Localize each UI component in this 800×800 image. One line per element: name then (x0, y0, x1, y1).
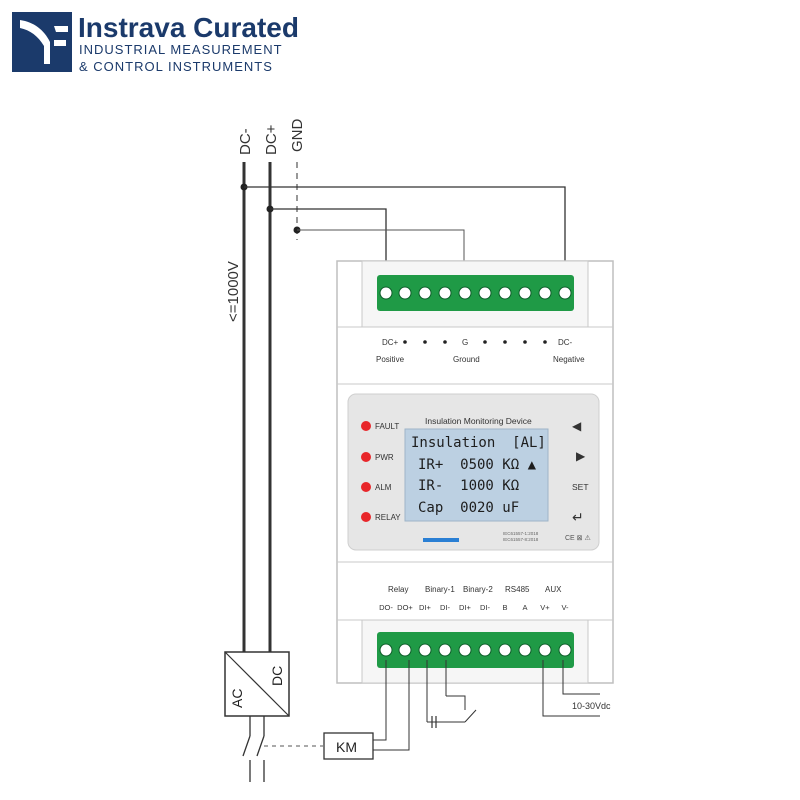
label-dc-plus: DC+ (382, 338, 399, 347)
top-terminal-screw-2 (398, 286, 412, 300)
bottom-terminal-screw-5 (458, 643, 472, 657)
wire-dc-minus (244, 186, 566, 292)
converter-ac-label: AC (229, 689, 245, 708)
bottom-terminal-labels: Relay Binary-1 Binary-2 RS485 AUX DO- DO+… (379, 585, 569, 612)
bottom-terminal-screw-7 (498, 643, 512, 657)
status-bar (423, 538, 459, 542)
group-aux: AUX (545, 585, 562, 594)
label-g: G (462, 338, 468, 347)
led-relay-label: RELAY (375, 513, 401, 522)
terminal-dot-4 (443, 340, 447, 344)
top-terminal-screw-8 (518, 286, 532, 300)
bottom-wiring: 10-30Vdc (373, 660, 611, 751)
relay-led-icon (361, 512, 371, 522)
voltage-label: <=1000V (225, 261, 242, 322)
led-pwr-label: PWR (375, 453, 394, 462)
pwr-led-icon (361, 452, 371, 462)
top-terminal-screw-1 (379, 286, 393, 300)
pin-label-1: DO- (379, 603, 393, 612)
ac-output-lines (242, 716, 323, 782)
label-negative: Negative (553, 355, 585, 364)
set-button[interactable]: SET (572, 482, 589, 492)
top-terminal-screw-10 (558, 286, 572, 300)
label-positive: Positive (376, 355, 405, 364)
left-button[interactable]: ◀ (572, 419, 582, 433)
label-ground: Ground (453, 355, 480, 364)
top-terminal-block (377, 275, 574, 311)
group-binary-2: Binary-2 (463, 585, 493, 594)
km-contactor: KM (323, 732, 374, 760)
aux-supply-label: 10-30Vdc (572, 701, 611, 711)
top-terminal-labels: DC+ G DC- Positive Ground Negative (376, 338, 585, 364)
brand-logo: Instrava Curated INDUSTRIAL MEASUREMENT … (12, 12, 299, 74)
standard-1: IEC61557-1:2018 (503, 531, 539, 536)
pin-label-10: V- (561, 603, 569, 612)
alm-led-icon (361, 482, 371, 492)
brand-line-1: INDUSTRIAL MEASUREMENT (79, 42, 283, 57)
top-terminal-screw-3 (418, 286, 432, 300)
terminal-dot-7 (503, 340, 507, 344)
dc-plus-label: DC+ (263, 124, 280, 155)
dc-minus-label: DC- (237, 128, 254, 155)
top-terminal-screw-9 (538, 286, 552, 300)
logo-bird-icon (20, 20, 50, 64)
bottom-terminal-screw-10 (558, 643, 572, 657)
terminal-dot-3 (423, 340, 427, 344)
lcd-line-3: IR- 1000 KΩ (418, 478, 519, 494)
device-title: Insulation Monitoring Device (425, 416, 532, 426)
bottom-terminal-screw-1 (379, 643, 393, 657)
right-button[interactable]: ▶ (576, 449, 586, 463)
terminal-dot-8 (523, 340, 527, 344)
bottom-terminal-screw-8 (518, 643, 532, 657)
pin-label-4: DI- (440, 603, 451, 612)
label-dc-minus: DC- (558, 338, 573, 347)
led-alm-label: ALM (375, 483, 392, 492)
pin-label-5: DI+ (459, 603, 472, 612)
group-rs485: RS485 (505, 585, 530, 594)
led-fault-label: FAULT (375, 422, 399, 431)
lcd-line-1: Insulation [AL] (411, 435, 546, 451)
pin-label-6: DI- (480, 603, 491, 612)
lcd-line-4: Cap 0020 uF (418, 500, 519, 516)
terminal-dot-9 (543, 340, 547, 344)
lcd-screen (404, 428, 549, 522)
bottom-terminal-block (377, 632, 574, 668)
pin-label-8: A (522, 603, 527, 612)
gnd-label: GND (289, 119, 306, 153)
bottom-terminal-screw-2 (398, 643, 412, 657)
ac-dc-converter: AC DC (224, 651, 290, 717)
converter-dc-label: DC (269, 666, 285, 686)
top-terminal-screw-4 (438, 286, 452, 300)
brand-name: Instrava Curated (78, 12, 299, 43)
bottom-terminal-screw-3 (418, 643, 432, 657)
pin-label-9: V+ (540, 603, 550, 612)
contactor-label: KM (336, 739, 357, 755)
pin-label-7: B (502, 603, 507, 612)
front-panel: Insulation Monitoring Device Insulation … (347, 393, 600, 551)
top-terminal-screw-7 (498, 286, 512, 300)
terminal-dot-6 (483, 340, 487, 344)
bottom-terminal-screw-4 (438, 643, 452, 657)
top-terminal-screw-6 (478, 286, 492, 300)
terminal-dot-2 (403, 340, 407, 344)
standard-2: IEC61557-8:2018 (503, 537, 539, 542)
bottom-terminal-screw-9 (538, 643, 552, 657)
cert-marks: CE ⊠ ⚠ (565, 534, 591, 542)
group-binary-1: Binary-1 (425, 585, 455, 594)
bottom-terminal-screw-6 (478, 643, 492, 657)
pin-label-3: DI+ (419, 603, 432, 612)
group-relay: Relay (388, 585, 408, 594)
pin-label-2: DO+ (397, 603, 413, 612)
enter-button[interactable]: ↵ (572, 509, 584, 525)
lcd-line-2: IR+ 0500 KΩ ▲ (418, 457, 537, 473)
top-terminal-screw-5 (458, 286, 472, 300)
brand-line-2: & CONTROL INSTRUMENTS (79, 59, 273, 74)
fault-led-icon (361, 421, 371, 431)
